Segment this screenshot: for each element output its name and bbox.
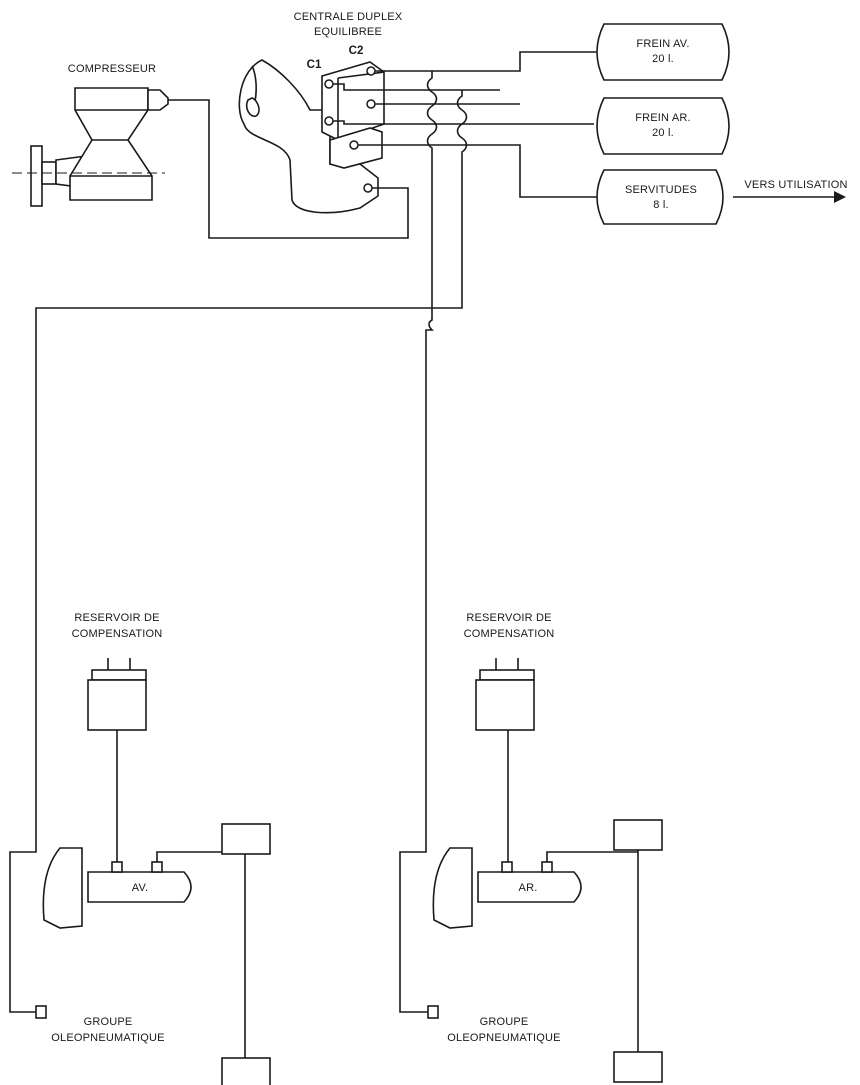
compressor-body bbox=[69, 87, 153, 201]
label-frein-ar-line2: 20 l. bbox=[652, 127, 674, 139]
wheel-cylinders-left bbox=[221, 823, 271, 1085]
duplex-lever bbox=[245, 97, 260, 118]
label-frein-ar-line1: FREIN AR. bbox=[635, 112, 691, 124]
compensation-reservoir-right bbox=[475, 658, 535, 862]
label-centrale-line1: CENTRALE DUPLEX bbox=[294, 11, 403, 23]
pipe-feed-right-group bbox=[399, 300, 434, 1013]
pipe-compressor-to-duplex bbox=[168, 99, 409, 239]
label-frein-av-line1: FREIN AV. bbox=[636, 38, 689, 50]
duplex-port-servitudes bbox=[349, 140, 359, 150]
duplex-port-c1-mid bbox=[324, 116, 334, 126]
label-c1: C1 bbox=[307, 59, 322, 71]
duplex-unit bbox=[238, 59, 385, 214]
compressor-flange bbox=[30, 145, 43, 207]
vers-utilisation-arrow-icon bbox=[834, 191, 846, 203]
label-vers-utilisation: VERS UTILISATION bbox=[744, 179, 847, 191]
tank-frein-av bbox=[596, 23, 730, 81]
label-reservoir-left-line2: COMPENSATION bbox=[72, 628, 163, 640]
pipe-to-frein-av bbox=[375, 51, 597, 72]
oleopneumatic-group-ar bbox=[427, 847, 638, 1019]
label-groupe-left-line1: GROUPE bbox=[84, 1016, 133, 1028]
wheel-cylinders-right bbox=[613, 819, 663, 1083]
label-groupe-right-line1: GROUPE bbox=[480, 1016, 529, 1028]
label-groupe-right-line2: OLEOPNEUMATIQUE bbox=[447, 1032, 560, 1044]
pipe-to-frein-ar bbox=[333, 120, 594, 125]
tank-servitudes bbox=[596, 169, 724, 225]
duplex-port-c2-mid bbox=[366, 99, 376, 109]
compressor bbox=[12, 87, 169, 207]
label-servitudes-line1: SERVITUDES bbox=[625, 184, 697, 196]
label-frein-av-line2: 20 l. bbox=[652, 53, 674, 65]
pipe-crossovers bbox=[426, 71, 468, 309]
label-reservoir-left-line1: RESERVOIR DE bbox=[74, 612, 159, 624]
duplex-port-c1-top bbox=[324, 79, 334, 89]
label-servitudes-line2: 8 l. bbox=[653, 199, 668, 211]
compressor-head bbox=[147, 89, 169, 111]
duplex-port-c2-top bbox=[366, 66, 376, 76]
oleopneumatic-group-av bbox=[35, 847, 245, 1019]
duplex-port-inlet bbox=[363, 183, 373, 193]
duplex-housing bbox=[238, 59, 379, 214]
pipe-feed-left-group bbox=[9, 307, 432, 1013]
label-c2: C2 bbox=[349, 45, 364, 57]
label-groupe-ar-tag: AR. bbox=[519, 882, 538, 894]
tank-frein-ar bbox=[596, 97, 730, 155]
label-groupe-left-line2: OLEOPNEUMATIQUE bbox=[51, 1032, 164, 1044]
label-reservoir-right-line2: COMPENSATION bbox=[464, 628, 555, 640]
label-centrale-line2: EQUILIBREE bbox=[314, 26, 382, 38]
label-groupe-av-tag: AV. bbox=[132, 882, 149, 894]
compensation-reservoir-left bbox=[87, 658, 147, 862]
pipe-to-servitudes bbox=[358, 144, 597, 198]
label-reservoir-right-line1: RESERVOIR DE bbox=[466, 612, 551, 624]
label-compresseur: COMPRESSEUR bbox=[68, 63, 156, 75]
